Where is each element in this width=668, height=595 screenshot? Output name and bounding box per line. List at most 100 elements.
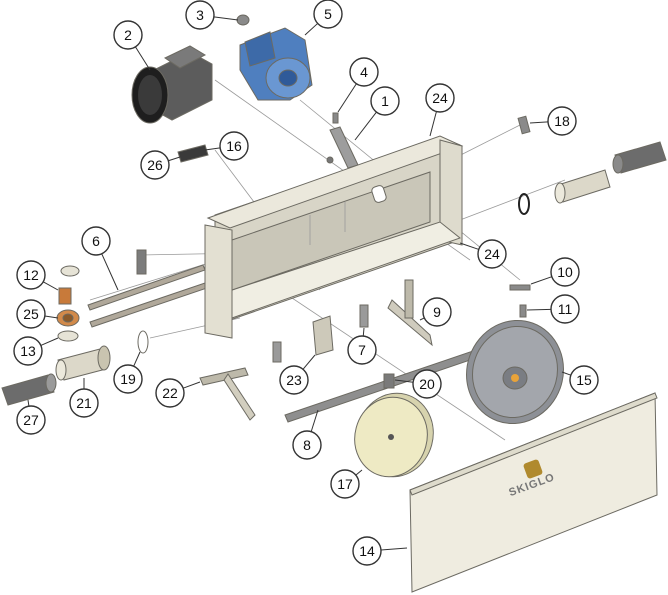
callout-26: 26	[140, 150, 170, 180]
callout-label-27: 27	[23, 412, 39, 428]
callout-label-23: 23	[286, 372, 302, 388]
callout-label-18: 18	[554, 113, 570, 129]
callout-circle-4	[349, 57, 379, 87]
disc-17	[354, 392, 434, 478]
callout-circle-17	[330, 469, 360, 499]
callout-circle-24b	[477, 239, 507, 269]
callout-15: 15	[569, 365, 599, 395]
callout-label-4: 4	[360, 64, 368, 80]
callout-4: 4	[349, 57, 379, 87]
callout-circle-15	[569, 365, 599, 395]
cap-3	[236, 14, 250, 26]
callout-circle-16	[219, 131, 249, 161]
callout-circle-8	[292, 430, 322, 460]
callout-label-14: 14	[359, 543, 375, 559]
callout-21: 21	[69, 388, 99, 418]
leader-line-20	[394, 379, 414, 383]
callout-25: 25	[16, 299, 46, 329]
bracket-9-upright	[404, 279, 414, 319]
tube-27	[1, 373, 57, 406]
callout-circle-7	[347, 335, 377, 365]
callout-label-10: 10	[557, 264, 573, 280]
callout-circle-10	[550, 257, 580, 287]
callout-label-12: 12	[23, 267, 39, 283]
callout-circle-26	[140, 150, 170, 180]
leader-line-24a	[429, 111, 437, 137]
part-10	[509, 284, 531, 291]
callout-11: 11	[550, 294, 580, 324]
cover-panel-14: SKIGLO	[409, 392, 658, 593]
part-clip	[272, 341, 282, 363]
component-16	[177, 144, 209, 163]
callout-circle-21	[69, 388, 99, 418]
leader-line-10	[530, 276, 552, 285]
shaft-1-key-4	[326, 112, 359, 169]
callout-label-2: 2	[124, 27, 132, 43]
callout-1: 1	[370, 86, 400, 116]
callout-23: 23	[279, 365, 309, 395]
rods-6	[87, 264, 208, 328]
leader-line-12	[42, 281, 59, 291]
callout-8: 8	[292, 430, 322, 460]
leader-line-23	[302, 354, 316, 370]
leader-line-7	[362, 327, 365, 337]
callout-14: 14	[352, 536, 382, 566]
roller-21	[55, 345, 111, 381]
callout-label-20: 20	[419, 376, 435, 392]
bracket-18	[517, 115, 531, 135]
callout-7: 7	[347, 335, 377, 365]
leader-line-26	[168, 156, 181, 162]
main-frame	[204, 135, 464, 339]
callout-circle-5	[313, 0, 343, 29]
leader-line-8	[310, 409, 319, 432]
callout-circle-2	[113, 20, 143, 50]
callout-circle-12	[16, 260, 46, 290]
bracket-9	[387, 299, 433, 347]
callout-circle-25	[16, 299, 46, 329]
callout-circle-14	[352, 536, 382, 566]
callout-label-21: 21	[76, 395, 92, 411]
callout-circle-13	[13, 336, 43, 366]
leader-line-18	[529, 121, 549, 124]
leader-line-6	[101, 253, 119, 291]
callout-12: 12	[16, 260, 46, 290]
leader-line-2	[135, 46, 151, 71]
callout-19: 19	[113, 364, 143, 394]
callout-label-17: 17	[337, 476, 353, 492]
callout-label-16: 16	[226, 138, 242, 154]
callout-circle-6	[81, 226, 111, 256]
small-parts-12-25-13	[56, 265, 80, 342]
callout-9: 9	[422, 297, 452, 327]
callout-label-24b: 24	[484, 246, 500, 262]
leader-line-1	[354, 111, 377, 141]
callout-circle-22	[155, 378, 185, 408]
callout-label-19: 19	[120, 371, 136, 387]
callout-6: 6	[81, 226, 111, 256]
leader-line-17	[355, 469, 363, 476]
callout-circle-18	[547, 106, 577, 136]
leader-line-16	[204, 147, 221, 151]
callout-20: 20	[412, 369, 442, 399]
callout-13: 13	[13, 336, 43, 366]
callout-18: 18	[547, 106, 577, 136]
part-11	[519, 304, 527, 318]
callout-label-5: 5	[324, 6, 332, 22]
leader-line-3	[213, 16, 239, 21]
motor-icon	[131, 45, 213, 124]
callout-circle-3	[185, 0, 215, 30]
callout-24b: 24	[477, 239, 507, 269]
callout-circle-24a	[425, 83, 455, 113]
callout-label-6: 6	[92, 233, 100, 249]
leader-line-25	[44, 315, 59, 319]
callout-circle-27	[16, 405, 46, 435]
callout-label-26: 26	[147, 157, 163, 173]
leader-line-4	[337, 83, 357, 113]
callout-17: 17	[330, 469, 360, 499]
callout-label-25: 25	[23, 306, 39, 322]
brand-logo	[523, 459, 543, 479]
bracket-22	[199, 367, 256, 421]
callout-label-9: 9	[433, 304, 441, 320]
ring-19	[137, 330, 149, 354]
leader-line-19	[133, 351, 141, 367]
